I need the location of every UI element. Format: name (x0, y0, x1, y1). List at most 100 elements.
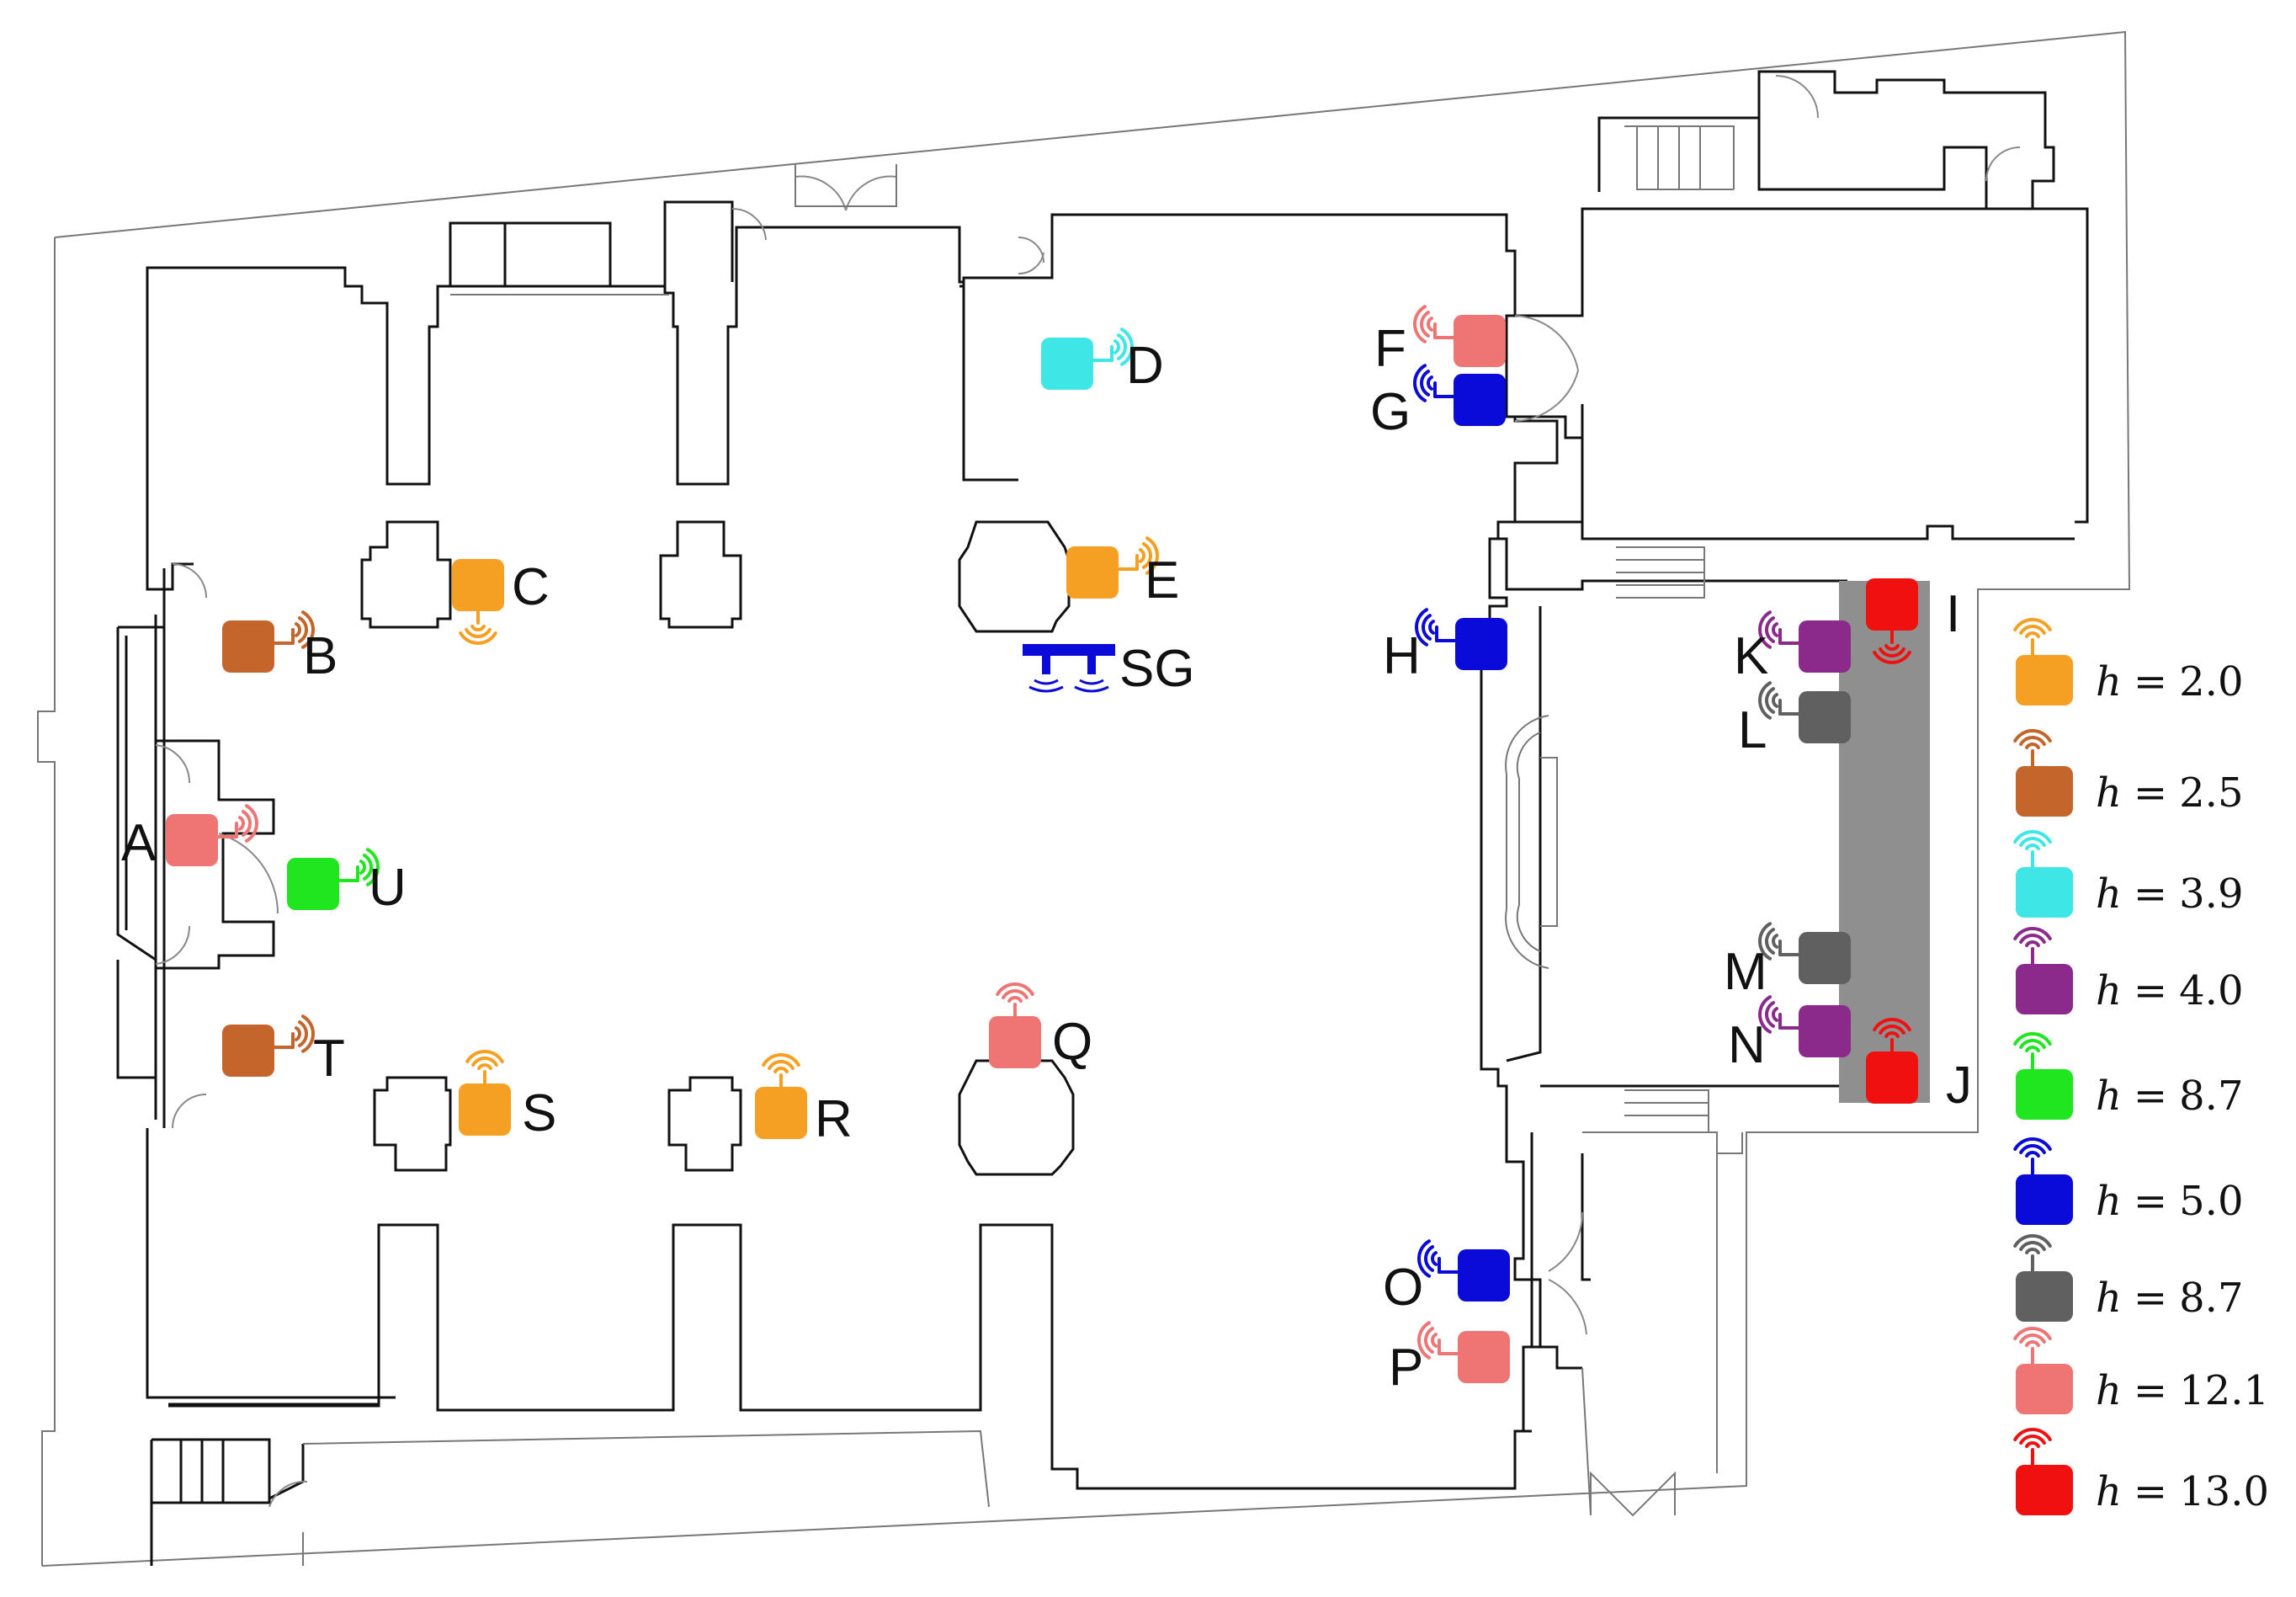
legend-item-6-value: 5.0 (2179, 1178, 2243, 1225)
legend-item-9-node-icon (2013, 1428, 2073, 1515)
node-q-label: Q (1052, 1013, 1092, 1071)
node-i-antenna-icon (1873, 629, 1911, 664)
node-q-node-body (989, 1016, 1041, 1068)
node-c-antenna-icon (459, 610, 497, 645)
node-e-node-body (1066, 546, 1119, 599)
legend-item-8-node-icon (2013, 1327, 2073, 1414)
node-u-node-body (287, 858, 339, 910)
legend-item-1-label: h = 2.0 (2096, 658, 2243, 705)
legend-item-2: h=2.5 (2013, 729, 2243, 817)
node-o-node (1417, 1239, 1510, 1302)
legend-item-4-var: h (2096, 967, 2122, 1014)
node-i-node-body (1866, 578, 1918, 631)
node-k-node-body (1799, 620, 1851, 673)
legend-item-7-value: 8.7 (2179, 1275, 2243, 1322)
node-j-antenna-icon (1873, 1018, 1911, 1053)
node-n-node-body (1799, 1005, 1851, 1057)
node-d-antenna-icon (1092, 327, 1134, 366)
node-f-node-body (1454, 315, 1506, 367)
node-d-label: D (1126, 337, 1164, 395)
legend-item-7-node-icon (2013, 1234, 2073, 1322)
legend-item-3: h=3.9 (2013, 830, 2243, 918)
legend-item-9: h=13.0 (2013, 1428, 2269, 1515)
node-b-antenna-icon (273, 610, 315, 649)
node-g-node-body (1454, 374, 1506, 426)
legend-item-4: h = 4.0 (2013, 927, 2243, 1014)
node-r-antenna-icon (762, 1053, 800, 1089)
legend-item-2-label: h=2.5 (2096, 769, 2243, 817)
node-g-antenna-icon (1413, 364, 1455, 402)
node-i-node (1866, 578, 1918, 664)
node-p-node (1417, 1321, 1510, 1383)
legend-item-5: h=8.7 (2013, 1032, 2243, 1120)
legend-item-3-value: 3.9 (2179, 870, 2243, 918)
node-d-node-body (1041, 338, 1093, 390)
legend-item-7: h = 8.7 (2013, 1234, 2243, 1322)
node-m-node (1758, 922, 1851, 984)
node-m-label: M (1724, 943, 1767, 1001)
node-g-node (1413, 364, 1506, 426)
node-f-label: F (1374, 320, 1406, 378)
sink-gateway-icon (1023, 644, 1115, 693)
node-c-node (452, 559, 504, 645)
node-f-antenna-icon (1413, 305, 1455, 343)
node-b-label: B (303, 627, 337, 685)
legend-item-1-var: h (2096, 658, 2122, 705)
legend-item-4-eq: = (2134, 967, 2167, 1014)
legend-item-5-label: h=8.7 (2096, 1073, 2243, 1120)
node-s-node-body (459, 1083, 511, 1136)
node-a-label: A (121, 814, 157, 872)
node-f-node (1413, 305, 1506, 367)
node-j-label: J (1946, 1057, 1972, 1115)
node-q-node (989, 982, 1041, 1068)
node-t-label: T (313, 1030, 345, 1088)
node-r-node (755, 1053, 807, 1139)
legend-item-1-node-icon (2013, 618, 2073, 705)
legend-item-9-var: h (2096, 1468, 2122, 1515)
legend-item-7-var: h (2096, 1275, 2122, 1322)
legend-item-4-value: 4.0 (2179, 967, 2243, 1014)
node-n-label: N (1728, 1016, 1766, 1074)
node-n-node (1758, 995, 1851, 1057)
node-l-node (1758, 681, 1851, 743)
node-e-label: E (1145, 551, 1179, 610)
node-p-label: P (1389, 1339, 1423, 1397)
node-c-label: C (512, 558, 550, 616)
node-r-node-body (755, 1087, 807, 1139)
legend-item-6-node-icon (2013, 1137, 2073, 1225)
legend-item-8-eq: = (2134, 1367, 2167, 1414)
node-t-node (222, 1014, 315, 1077)
legend-item-8-value: 12.1 (2179, 1367, 2269, 1414)
node-l-label: L (1738, 701, 1767, 759)
legend-item-5-node-icon (2013, 1032, 2073, 1120)
node-e-antenna-icon (1117, 536, 1159, 575)
legend-item-8-label: h = 12.1 (2096, 1367, 2269, 1414)
node-o-antenna-icon (1417, 1239, 1459, 1278)
legend-item-9-label: h=13.0 (2096, 1468, 2269, 1515)
legend-item-6: h=5.0 (2013, 1137, 2243, 1225)
node-b-node-body (222, 620, 274, 673)
right-annex-walls (1511, 70, 2089, 540)
legend-item-1-value: 2.0 (2179, 658, 2243, 705)
node-h-label: H (1383, 627, 1421, 685)
node-s-label: S (522, 1084, 556, 1142)
node-j-node (1866, 1018, 1918, 1104)
legend-item-2-value: 2.5 (2179, 769, 2243, 817)
legend: h=2.0h=2.5h=3.9h=4.0h=8.7h=5.0h=8.7h=12.… (2013, 618, 2269, 1515)
legend-item-2-eq: = (2134, 769, 2167, 817)
legend-item-9-eq: = (2134, 1468, 2167, 1515)
legend-item-1-eq: = (2134, 658, 2167, 705)
node-h-node-body (1455, 618, 1507, 670)
legend-item-6-label: h=5.0 (2096, 1178, 2243, 1225)
node-p-antenna-icon (1417, 1321, 1459, 1360)
node-k-node (1758, 610, 1851, 673)
legend-item-7-eq: = (2134, 1275, 2167, 1322)
node-i-label: I (1946, 585, 1960, 643)
legend-item-8-var: h (2096, 1367, 2122, 1414)
node-s-node (459, 1050, 511, 1136)
legend-item-3-var: h (2096, 870, 2122, 918)
node-e-node (1066, 536, 1159, 599)
node-p-node-body (1458, 1331, 1510, 1383)
legend-item-5-value: 8.7 (2179, 1073, 2243, 1120)
